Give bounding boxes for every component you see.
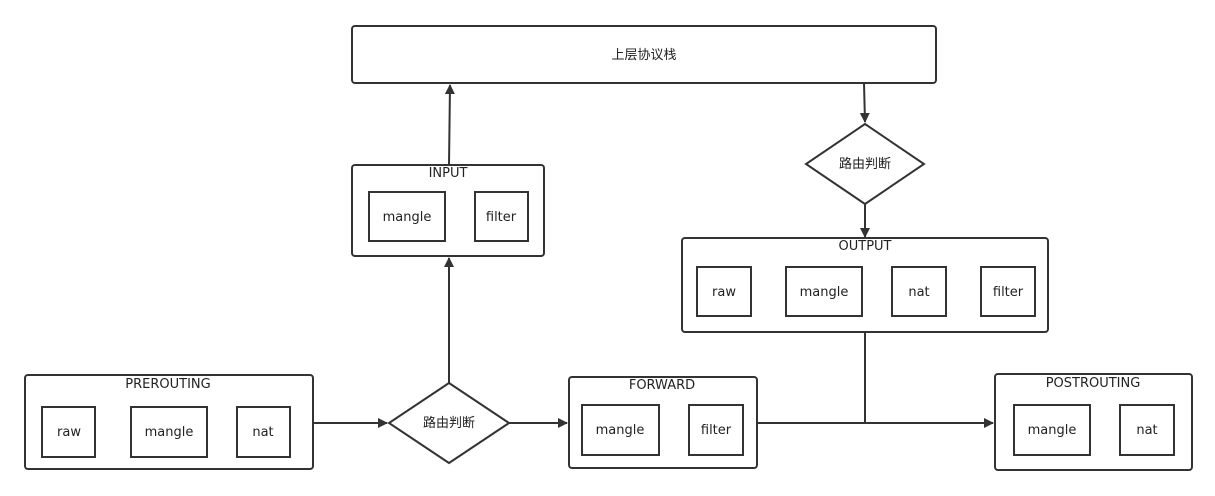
- postrouting-title: POSTROUTING: [1046, 376, 1141, 391]
- prerouting-table-mangle-label: mangle: [145, 425, 194, 440]
- stack-label: 上层协议栈: [611, 48, 676, 63]
- postrouting-table-nat-label: nat: [1136, 423, 1157, 438]
- output-box: [681, 237, 1049, 333]
- output-title: OUTPUT: [839, 239, 892, 254]
- upper-protocol-stack: 上层协议栈: [351, 25, 937, 84]
- prerouting-table-raw: [41, 406, 96, 458]
- output-table-nat-label: nat: [908, 285, 929, 300]
- forward-table-filter-label: filter: [701, 423, 732, 438]
- output-table-mangle-label: mangle: [800, 285, 849, 300]
- prerouting-table-mangle: [130, 406, 208, 458]
- prerouting-table-nat-label: nat: [252, 425, 273, 440]
- chain-prerouting: PREROUTING raw mangle nat: [24, 374, 314, 470]
- chain-forward: FORWARD mangle filter: [568, 376, 758, 469]
- postrouting-table-mangle-label: mangle: [1028, 423, 1077, 438]
- edge-input-to-stack: [444, 84, 455, 166]
- output-table-filter-label: filter: [993, 285, 1024, 300]
- postrouting-table-nat: [1119, 404, 1175, 456]
- output-table-raw: [696, 266, 752, 317]
- routing-decision-2: 路由判断: [804, 122, 926, 206]
- forward-table-mangle: [581, 404, 660, 456]
- routing-decision-1: 路由判断: [387, 381, 511, 465]
- input-table-mangle: [368, 191, 446, 242]
- forward-table-mangle-label: mangle: [596, 423, 645, 438]
- output-table-nat: [891, 266, 947, 317]
- decision-diamond-1: [387, 381, 511, 465]
- prerouting-table-raw-label: raw: [57, 425, 81, 440]
- output-table-mangle: [785, 266, 863, 317]
- forward-title: FORWARD: [629, 378, 695, 393]
- output-table-raw-label: raw: [712, 285, 736, 300]
- chain-output: OUTPUT raw mangle nat filter: [681, 237, 1049, 333]
- chain-postrouting: POSTROUTING mangle nat: [994, 373, 1193, 471]
- prerouting-table-nat: [236, 406, 291, 458]
- stack-box: [351, 25, 937, 84]
- decision-label-1: 路由判断: [423, 415, 475, 431]
- input-table-filter-label: filter: [486, 210, 517, 225]
- input-title: INPUT: [429, 166, 468, 181]
- postrouting-table-mangle: [1013, 404, 1091, 456]
- output-table-filter: [980, 266, 1036, 317]
- input-table-filter: [474, 191, 529, 242]
- decision-diamond-2: [804, 122, 926, 206]
- input-table-mangle-label: mangle: [383, 210, 432, 225]
- forward-table-filter: [688, 404, 744, 456]
- decision-label-2: 路由判断: [839, 156, 891, 172]
- edge-stack-to-route2: [859, 82, 870, 123]
- chain-input: INPUT mangle filter: [351, 164, 545, 257]
- prerouting-title: PREROUTING: [125, 377, 210, 392]
